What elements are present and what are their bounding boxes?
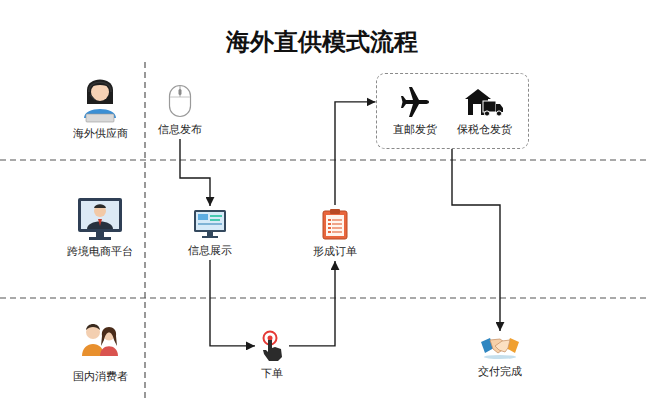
screen-line bbox=[210, 215, 222, 217]
warehouse-roof bbox=[465, 89, 491, 99]
step-icon bbox=[480, 334, 520, 360]
step-text: 信息展示 bbox=[188, 244, 232, 257]
mouse-split bbox=[170, 96, 190, 97]
clipboard bbox=[323, 211, 347, 239]
monitor-screen bbox=[196, 212, 224, 230]
title: 海外直供模式流程 bbox=[226, 26, 418, 58]
monitor-frame bbox=[78, 198, 122, 232]
form-bullet bbox=[328, 223, 331, 225]
step-icon bbox=[258, 330, 286, 362]
monitor-neck bbox=[207, 232, 213, 236]
step-icon bbox=[193, 209, 227, 239]
step-node: 交付完成 bbox=[475, 331, 525, 381]
step-item: 交付完成 bbox=[478, 334, 522, 378]
step-text: 形成订单 bbox=[313, 245, 357, 258]
step-text: 直邮发货 bbox=[393, 123, 437, 136]
step-node: 信息发布 bbox=[155, 81, 205, 139]
mouse-body bbox=[170, 85, 191, 116]
step-node: 形成订单 bbox=[310, 205, 360, 261]
monitor-base bbox=[89, 237, 111, 240]
form-bullet bbox=[328, 231, 331, 233]
step-item: 信息发布 bbox=[158, 84, 202, 136]
headset-mic bbox=[90, 95, 95, 100]
step-icon bbox=[397, 86, 433, 118]
tie bbox=[98, 219, 102, 226]
hair bbox=[94, 204, 106, 208]
face bbox=[91, 83, 109, 101]
flow-arrow bbox=[452, 149, 500, 331]
step-icon bbox=[168, 84, 192, 118]
lane-label: 国内消费者 bbox=[73, 369, 128, 384]
mouse-wheel bbox=[179, 89, 182, 95]
step-node: 下单 bbox=[255, 327, 289, 383]
platform-icon bbox=[78, 198, 122, 240]
step-icon bbox=[464, 86, 504, 118]
lane-divider bbox=[0, 297, 648, 298]
body bbox=[100, 346, 118, 356]
hair bbox=[101, 327, 117, 346]
tap-dot bbox=[268, 335, 273, 340]
lane-label: 海外供应商 bbox=[73, 126, 128, 141]
shipping-box: 直邮发货 保税仓发货 bbox=[376, 73, 529, 149]
lane-divider bbox=[144, 62, 145, 400]
truck-box bbox=[483, 101, 496, 112]
monitor-screen bbox=[81, 201, 119, 229]
headset bbox=[89, 82, 111, 92]
step-text: 下单 bbox=[261, 367, 283, 380]
shadow bbox=[484, 355, 516, 359]
face bbox=[86, 325, 100, 339]
step-text: 信息发布 bbox=[158, 123, 202, 136]
airplane bbox=[401, 87, 429, 117]
step-item: 直邮发货 bbox=[393, 86, 437, 136]
pointing-hand bbox=[263, 340, 282, 361]
hair bbox=[87, 80, 113, 105]
flow-arrow bbox=[335, 102, 376, 205]
form-bullet bbox=[328, 227, 331, 229]
monitor-neck bbox=[96, 232, 104, 237]
step-item: 保税仓发货 bbox=[457, 86, 512, 136]
monitor-frame bbox=[194, 210, 226, 232]
form-line bbox=[332, 223, 342, 225]
lane-dividers bbox=[0, 62, 648, 400]
form-line bbox=[332, 227, 342, 229]
form-line bbox=[332, 219, 342, 221]
supplier-icon bbox=[84, 80, 116, 123]
hair bbox=[86, 324, 100, 330]
step-item: 信息展示 bbox=[188, 209, 232, 257]
form-bullet bbox=[328, 219, 331, 221]
hand-right bbox=[495, 340, 510, 352]
screen-line bbox=[210, 219, 220, 221]
step-item: 形成订单 bbox=[313, 208, 357, 258]
monitor-base bbox=[202, 236, 218, 238]
step-text: 保税仓发货 bbox=[457, 123, 512, 136]
flow-arrow bbox=[210, 260, 255, 346]
step-node: 信息展示 bbox=[185, 206, 235, 260]
form-line bbox=[332, 231, 342, 233]
clip bbox=[330, 209, 340, 214]
consumer-icon bbox=[82, 324, 118, 356]
step-text: 交付完成 bbox=[478, 365, 522, 378]
laptop bbox=[86, 114, 114, 122]
mouse-split bbox=[180, 86, 181, 97]
flow-arrow bbox=[180, 139, 210, 206]
flow-arrow bbox=[289, 261, 335, 346]
truck-wheel bbox=[484, 111, 489, 116]
face bbox=[94, 205, 106, 217]
step-icon bbox=[321, 208, 349, 240]
lane-divider bbox=[0, 159, 648, 160]
screen-line bbox=[198, 223, 222, 225]
screen-block bbox=[198, 214, 208, 220]
step-item: 下单 bbox=[258, 330, 286, 380]
truck-wheel bbox=[496, 111, 501, 116]
lane-label: 跨境电商平台 bbox=[67, 244, 133, 259]
warehouse-door bbox=[473, 104, 481, 115]
paper bbox=[326, 215, 344, 236]
